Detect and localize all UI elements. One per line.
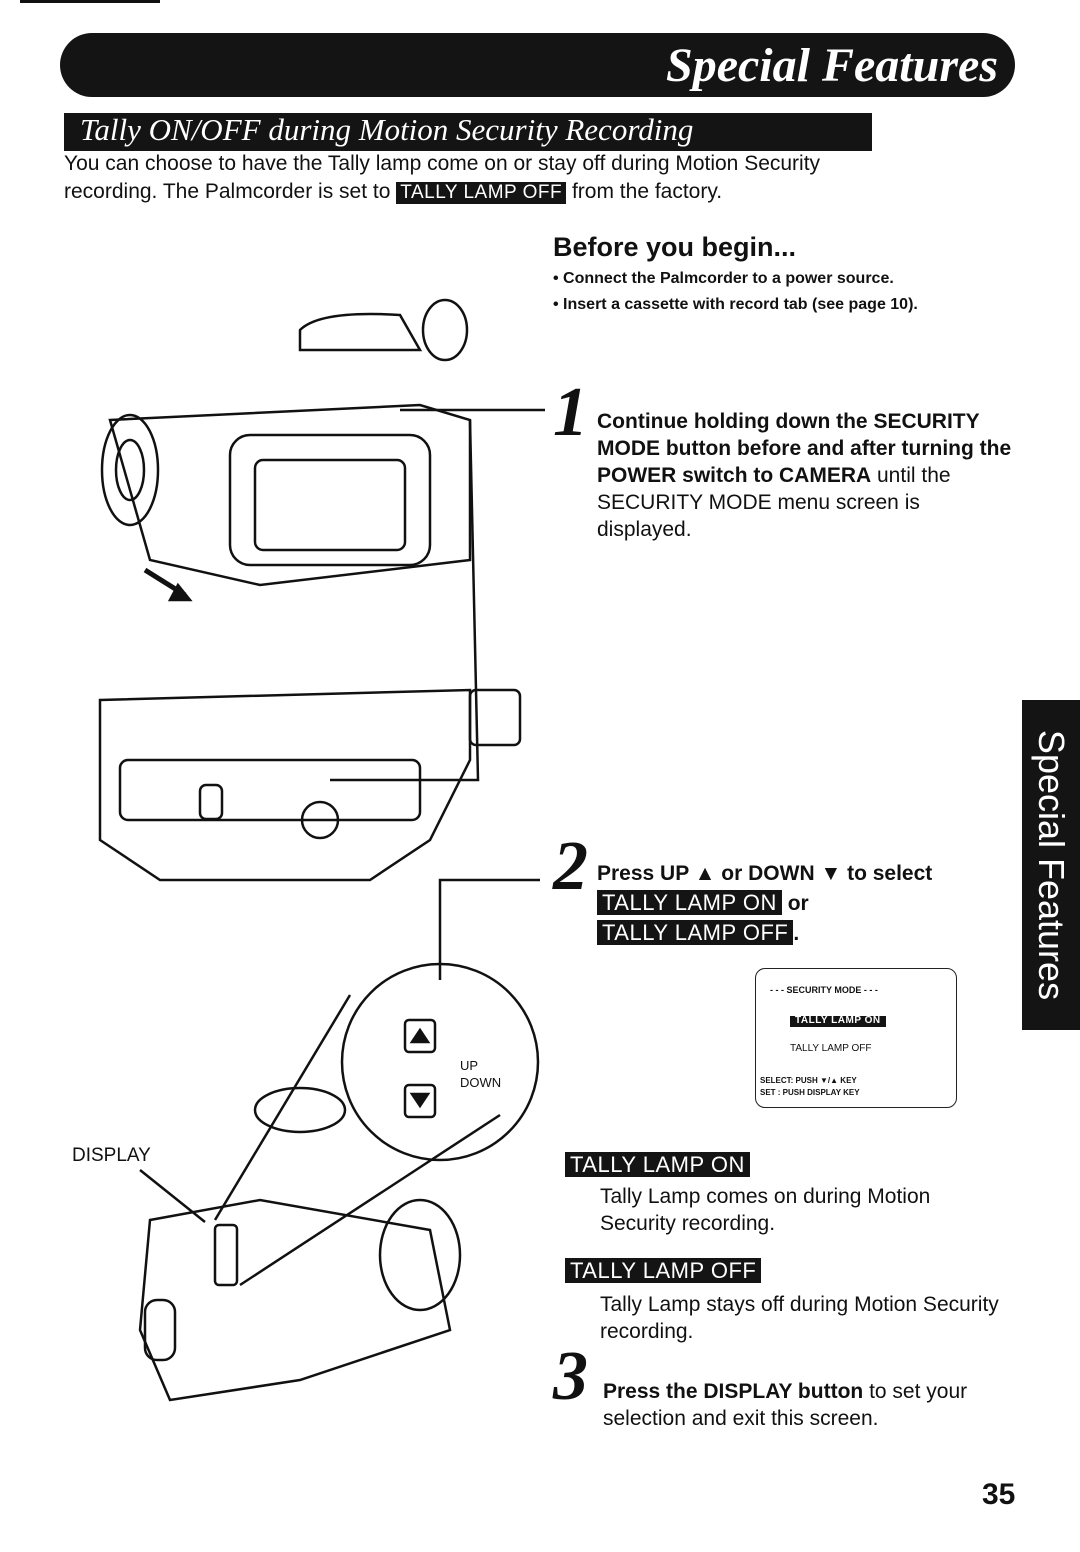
down-button [403,1083,437,1119]
lens-icon [100,413,160,527]
side-tab: Special Features [1022,700,1080,1030]
camcorder-body-side [98,688,472,882]
camcorder-body [108,403,472,587]
intro-suffix: from the factory. [566,180,723,203]
step-2-number: 2 [553,828,588,905]
step-2-off-line: TALLY LAMP OFF. [597,920,799,947]
before-item: • Insert a cassette with record tab (see… [553,296,918,313]
step-2-on-line: TALLY LAMP ON or [597,890,809,917]
section-title: Tally ON/OFF during Motion Security Reco… [80,112,694,147]
up-label: UP [460,1058,479,1073]
menu-title: - - - SECURITY MODE - - - [770,985,878,995]
menu-select-hint: SELECT: PUSH ▼/▲ KEY [760,1076,857,1085]
option-off-label: TALLY LAMP OFF [565,1258,762,1284]
page-title: Special Features [666,39,998,92]
title-bar [60,33,1015,97]
eyecup-icon [253,1086,347,1134]
step-1-text: Continue holding down the SECURITY MODE … [597,408,1017,543]
menu-option-off: TALLY LAMP OFF [790,1043,872,1054]
step-3-normal: to set your selection and exit this scre… [603,1380,968,1430]
tally-lamp-off-badge: TALLY LAMP OFF [396,182,567,204]
intro-line-2: recording. The Palmcorder is set to TALL… [64,180,722,204]
option-off-description: Tally Lamp stays off during Motion Secur… [600,1293,999,1343]
menu-option-on: TALLY LAMP ON [790,1015,886,1027]
subtitle-bar [64,113,872,151]
step-1-number: 1 [553,374,588,451]
camcorder-rear [138,1198,452,1402]
menu-set-hint: SET : PUSH DISPLAY KEY [760,1088,860,1097]
option-on-description: Tally Lamp comes on during Motion Securi… [600,1185,931,1235]
page-number: 35 [982,1478,1016,1511]
step-3-number: 3 [553,1338,588,1415]
side-tab-label: Special Features [1031,729,1072,1001]
tally-lamp-on-badge: TALLY LAMP ON [597,890,782,916]
step-3-bold: Press the DISPLAY button [603,1380,864,1403]
top-rule [20,0,160,3]
step-2-text: Press UP ▲ or DOWN ▼ to select [597,862,933,885]
up-button [403,1018,437,1054]
before-item: • Connect the Palmcorder to a power sour… [553,270,894,287]
step-2-period: . [793,922,800,945]
tally-lamp-off-badge: TALLY LAMP OFF [597,920,794,946]
option-on-label: TALLY LAMP ON [565,1152,750,1178]
lcd-panel [228,433,432,567]
display-label: DISPLAY [72,1145,151,1166]
security-mode-menu-screen [755,968,957,1108]
step-3-text: Press the DISPLAY button to set your sel… [603,1378,1043,1432]
step-1-bold: Continue holding down the SECURITY MODE … [597,410,1012,487]
intro-line-1: You can choose to have the Tally lamp co… [64,152,821,175]
button-zoom-circle [340,962,540,1162]
intro-prefix: recording. The Palmcorder is set to [64,180,397,203]
before-you-begin-title: Before you begin... [553,232,797,262]
display-button [213,1223,239,1287]
step-2-or: or [787,892,809,915]
viewfinder-icon [421,298,469,362]
step-1-normal: until the SECURITY MODE menu screen is d… [597,464,951,541]
down-label: DOWN [460,1075,502,1090]
